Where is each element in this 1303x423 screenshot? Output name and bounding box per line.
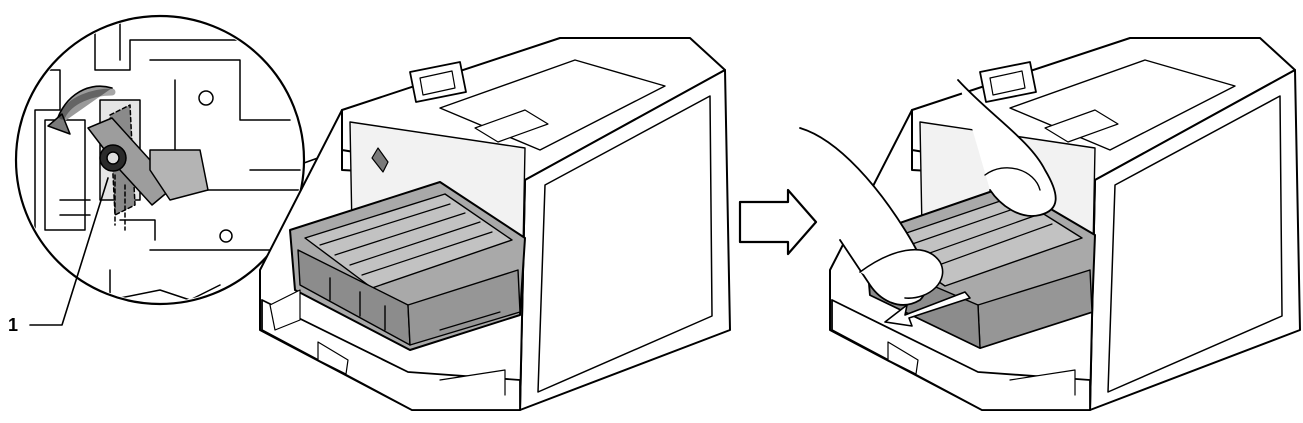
printer-right	[799, 37, 1301, 411]
right-hand	[957, 79, 1057, 217]
pull-out-arrow-icon	[884, 291, 971, 327]
lever-detail-callout: 1	[8, 14, 369, 335]
curved-rotate-arrow-icon	[47, 113, 71, 135]
callout-leader-line	[29, 177, 109, 326]
printer-left	[259, 37, 731, 411]
callout-label: 1	[8, 315, 18, 335]
right-arrow-icon	[738, 188, 818, 256]
